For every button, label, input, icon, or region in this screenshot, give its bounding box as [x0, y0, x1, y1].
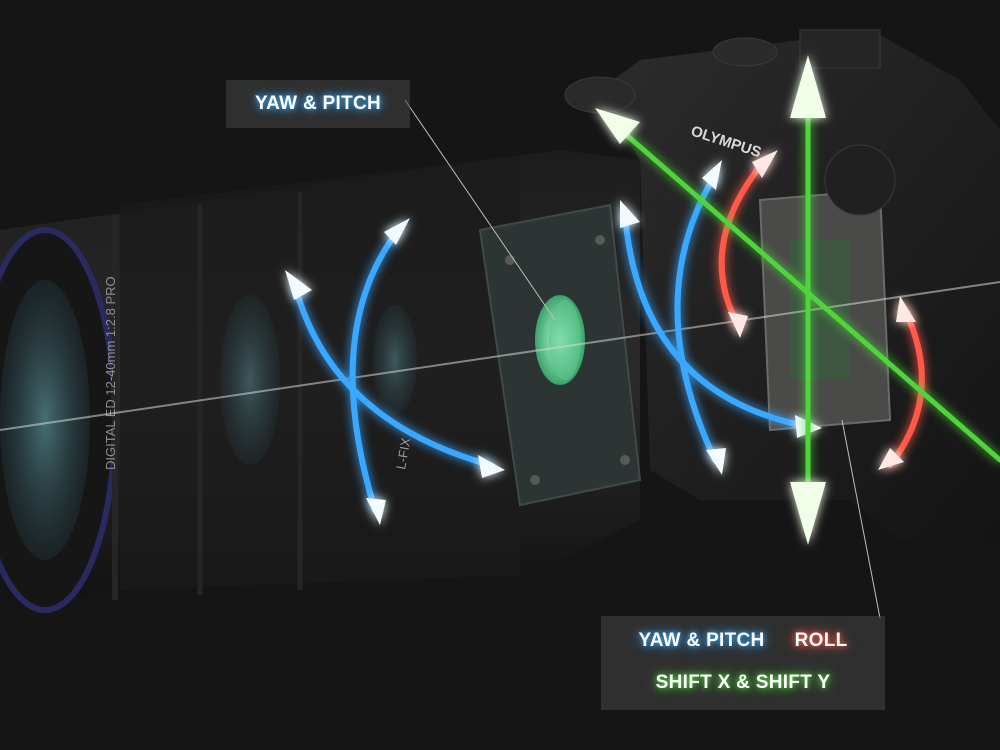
stabilizing-lens-unit — [478, 203, 642, 507]
yaw-pitch-callout: YAW & PITCH — [226, 80, 410, 128]
legend-row-shift: SHIFT X & SHIFT Y — [601, 672, 885, 694]
legend-box: YAW & PITCH ROLL SHIFT X & SHIFT Y — [601, 616, 885, 710]
arrow-head-icon — [752, 150, 778, 178]
legend-shift: SHIFT X & SHIFT Y — [655, 672, 831, 693]
arrow-head-icon — [878, 448, 904, 470]
arrow-head-icon — [384, 218, 410, 245]
yaw-pitch-callout-text: YAW & PITCH — [254, 93, 382, 114]
legend-row-rotation: YAW & PITCH ROLL — [601, 630, 885, 652]
leader-line-bottom — [841, 419, 881, 619]
arrow-head-icon — [620, 200, 640, 228]
arrow-head-icon — [702, 160, 722, 190]
leader-line-top — [404, 99, 556, 321]
arrow-head-icon — [706, 448, 726, 475]
arrow-head-icon — [595, 108, 640, 144]
optical-axis — [0, 281, 1000, 431]
lens-marking: DIGITAL ED 12-40mm 1:2.8 PRO — [103, 276, 118, 470]
mount-marking: L-FIX — [393, 436, 413, 470]
yaw-pitch-arrows-lens — [292, 225, 493, 513]
shift-arrows — [612, 92, 1000, 513]
arrow-head-icon — [790, 482, 826, 545]
arrow-head-icon — [478, 455, 505, 478]
arrow-head-icon — [366, 498, 386, 525]
arrow-head-icon — [896, 296, 916, 322]
arrow-head-icon — [728, 312, 748, 338]
arrow-head-icon — [790, 55, 826, 118]
arrow-head-icon — [285, 270, 312, 300]
yaw-pitch-arrows-sensor — [622, 172, 803, 463]
legend-yaw-pitch: YAW & PITCH — [638, 630, 765, 651]
legend-roll: ROLL — [794, 630, 848, 651]
